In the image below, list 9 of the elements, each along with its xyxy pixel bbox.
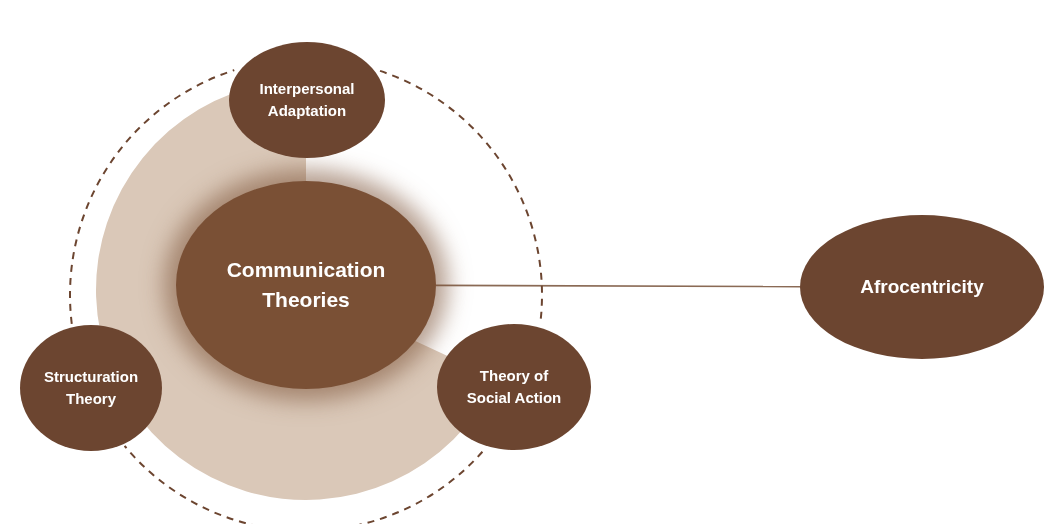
- node-label: Interpersonal Adaptation: [258, 79, 356, 121]
- dashed-arc: [379, 69, 543, 322]
- node-label: Afrocentricity: [860, 275, 984, 300]
- node-label: Communication Theories: [225, 256, 387, 313]
- node-label: Theory of Social Action: [465, 366, 563, 408]
- dashed-arc: [69, 69, 236, 325]
- node-label: Structuration Theory: [42, 367, 140, 409]
- dashed-arc: [123, 444, 484, 524]
- connector-line: [435, 284, 801, 288]
